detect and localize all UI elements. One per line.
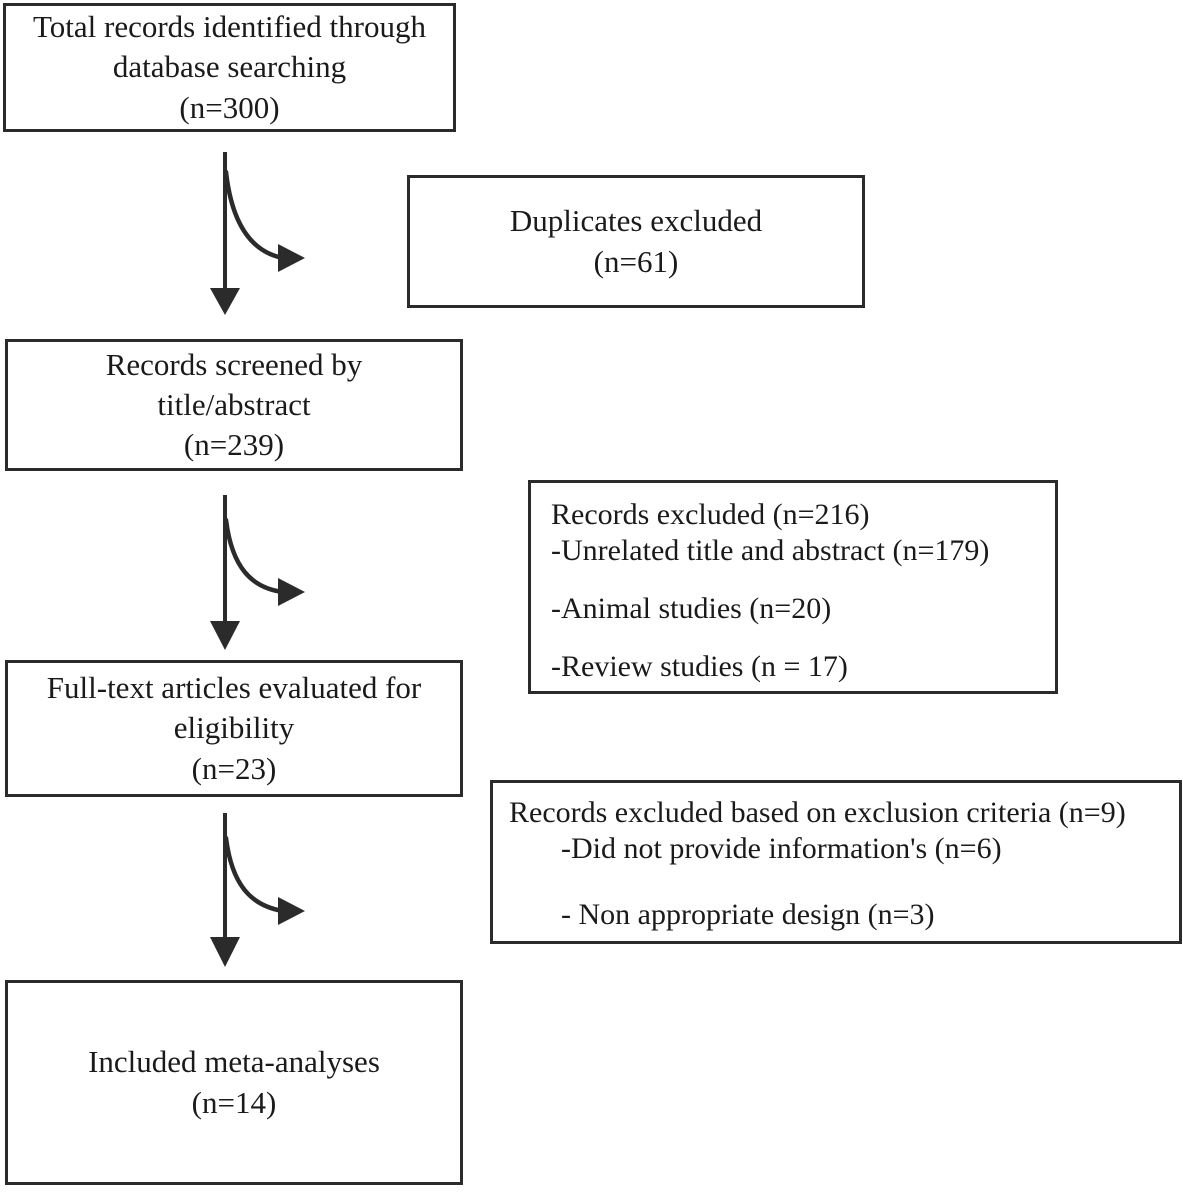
connector-fulltext-to-included [210, 813, 240, 967]
box-records-screened-line-2: title/abstract [157, 386, 311, 422]
connector-screened-to-excluded [223, 517, 305, 606]
connector-identified-to-screened [210, 152, 240, 315]
box-records-screened-line-1: Records screened by [105, 346, 363, 382]
connector-fulltext-to-excluded [223, 835, 305, 925]
box-records-identified-count: (n=300) [179, 89, 280, 125]
box-records-identified-line-1: Total records identified through [33, 9, 426, 45]
box-fulltext-articles-line-1: Full-text articles evaluated for [46, 670, 422, 706]
box-records-excluded-screening: Records excluded (n=216) -Unrelated titl… [528, 480, 1058, 694]
box-records-excluded-screening-reason-3: -Review studies (n = 17) [551, 650, 848, 683]
box-duplicates-excluded: Duplicates excluded (n=61) [407, 175, 865, 308]
box-records-excluded-eligibility-heading: Records excluded based on exclusion crit… [509, 796, 1126, 829]
box-included-meta-analyses-count: (n=14) [191, 1084, 277, 1120]
box-records-screened: Records screened by title/abstract (n=23… [5, 339, 463, 471]
box-records-excluded-eligibility: Records excluded based on exclusion crit… [490, 780, 1182, 944]
box-records-excluded-screening-reason-1: -Unrelated title and abstract (n=179) [551, 534, 990, 567]
box-records-excluded-screening-reason-2: -Animal studies (n=20) [551, 592, 832, 625]
connector-identified-to-duplicates [223, 169, 305, 272]
box-records-excluded-eligibility-reason-1: -Did not provide information's (n=6) [561, 832, 1002, 865]
box-records-identified-line-2: database searching [112, 49, 347, 85]
box-fulltext-articles-line-2: eligibility [173, 710, 295, 746]
box-duplicates-excluded-count: (n=61) [593, 243, 679, 279]
box-duplicates-excluded-line-1: Duplicates excluded [509, 203, 763, 239]
box-records-excluded-screening-heading: Records excluded (n=216) [551, 498, 870, 531]
box-included-meta-analyses-line-1: Included meta-analyses [88, 1044, 380, 1080]
box-fulltext-articles: Full-text articles evaluated for eligibi… [5, 660, 463, 797]
connector-screened-to-fulltext [210, 495, 240, 650]
box-included-meta-analyses: Included meta-analyses (n=14) [5, 980, 463, 1185]
box-fulltext-articles-count: (n=23) [191, 750, 277, 786]
box-records-screened-count: (n=239) [183, 427, 285, 463]
box-records-excluded-eligibility-reason-2: - Non appropriate design (n=3) [561, 898, 935, 931]
box-records-identified: Total records identified through databas… [3, 3, 456, 132]
